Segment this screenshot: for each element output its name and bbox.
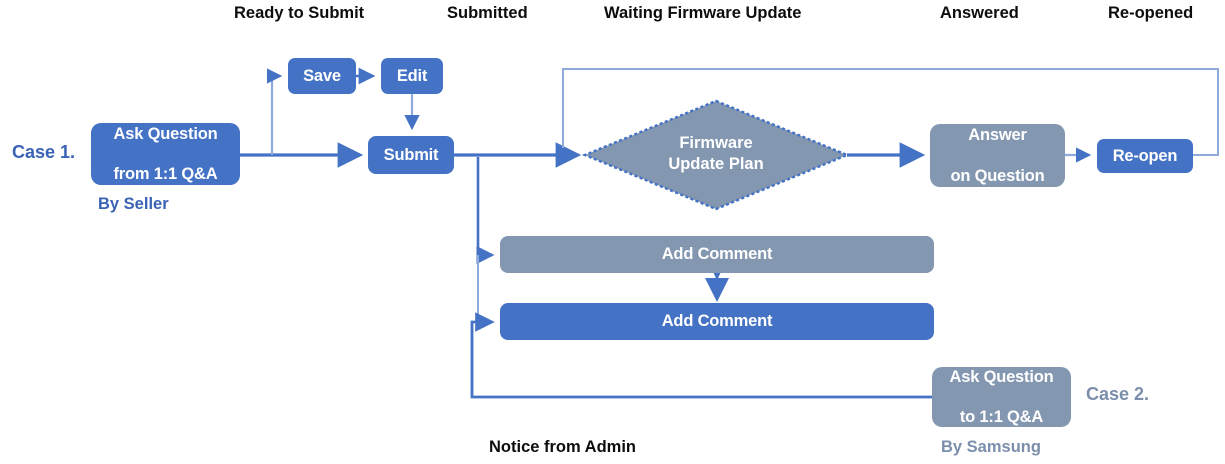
node-add-comment-blue[interactable]: Add Comment (500, 303, 934, 340)
node-label-line: Add Comment (661, 245, 773, 264)
column-header-answered: Answered (940, 4, 1019, 22)
node-label-line: Re-open (1112, 146, 1178, 165)
node-save[interactable]: Save (288, 58, 356, 94)
node-label-line: from 1:1 Q&A (113, 165, 218, 184)
node-label-line: Edit (396, 66, 428, 85)
column-header-waiting-firmware-update: Waiting Firmware Update (604, 4, 802, 22)
node-label-line: to 1:1 Q&A (959, 408, 1044, 427)
node-answer-on-question[interactable]: Answer on Question (930, 124, 1065, 187)
node-edit[interactable]: Edit (381, 58, 443, 94)
column-header-ready-to-submit: Ready to Submit (234, 4, 365, 22)
column-header-re-opened: Re-opened (1108, 4, 1194, 22)
caption-by-seller: By Seller (98, 195, 169, 213)
node-submit[interactable]: Submit (368, 136, 454, 174)
node-label-line: on Question (950, 166, 1045, 185)
node-label-line: Add Comment (661, 312, 773, 331)
decision-label-line: Update Plan (668, 155, 764, 174)
caption-notice-from-admin: Notice from Admin (489, 438, 636, 456)
decision-label-line: Firmware (679, 134, 753, 152)
node-label-line: Submit (383, 145, 439, 164)
node-label-line: Ask Question (113, 124, 218, 143)
caption-by-samsung: By Samsung (941, 438, 1041, 456)
node-add-comment-gray[interactable]: Add Comment (500, 236, 934, 273)
caption-case-1-: Case 1. (12, 142, 76, 162)
node-label-line: Ask Question (949, 367, 1054, 386)
node-re-open[interactable]: Re-open (1097, 139, 1193, 173)
node-ask-question-seller[interactable]: Ask Question from 1:1 Q&A (91, 123, 240, 185)
caption-case-2-: Case 2. (1086, 384, 1150, 404)
node-label-line: Save (303, 66, 341, 85)
node-label-line: Answer (968, 126, 1027, 145)
node-ask-question-samsung[interactable]: Ask Question to 1:1 Q&A (932, 367, 1071, 427)
column-header-submitted: Submitted (447, 4, 528, 22)
